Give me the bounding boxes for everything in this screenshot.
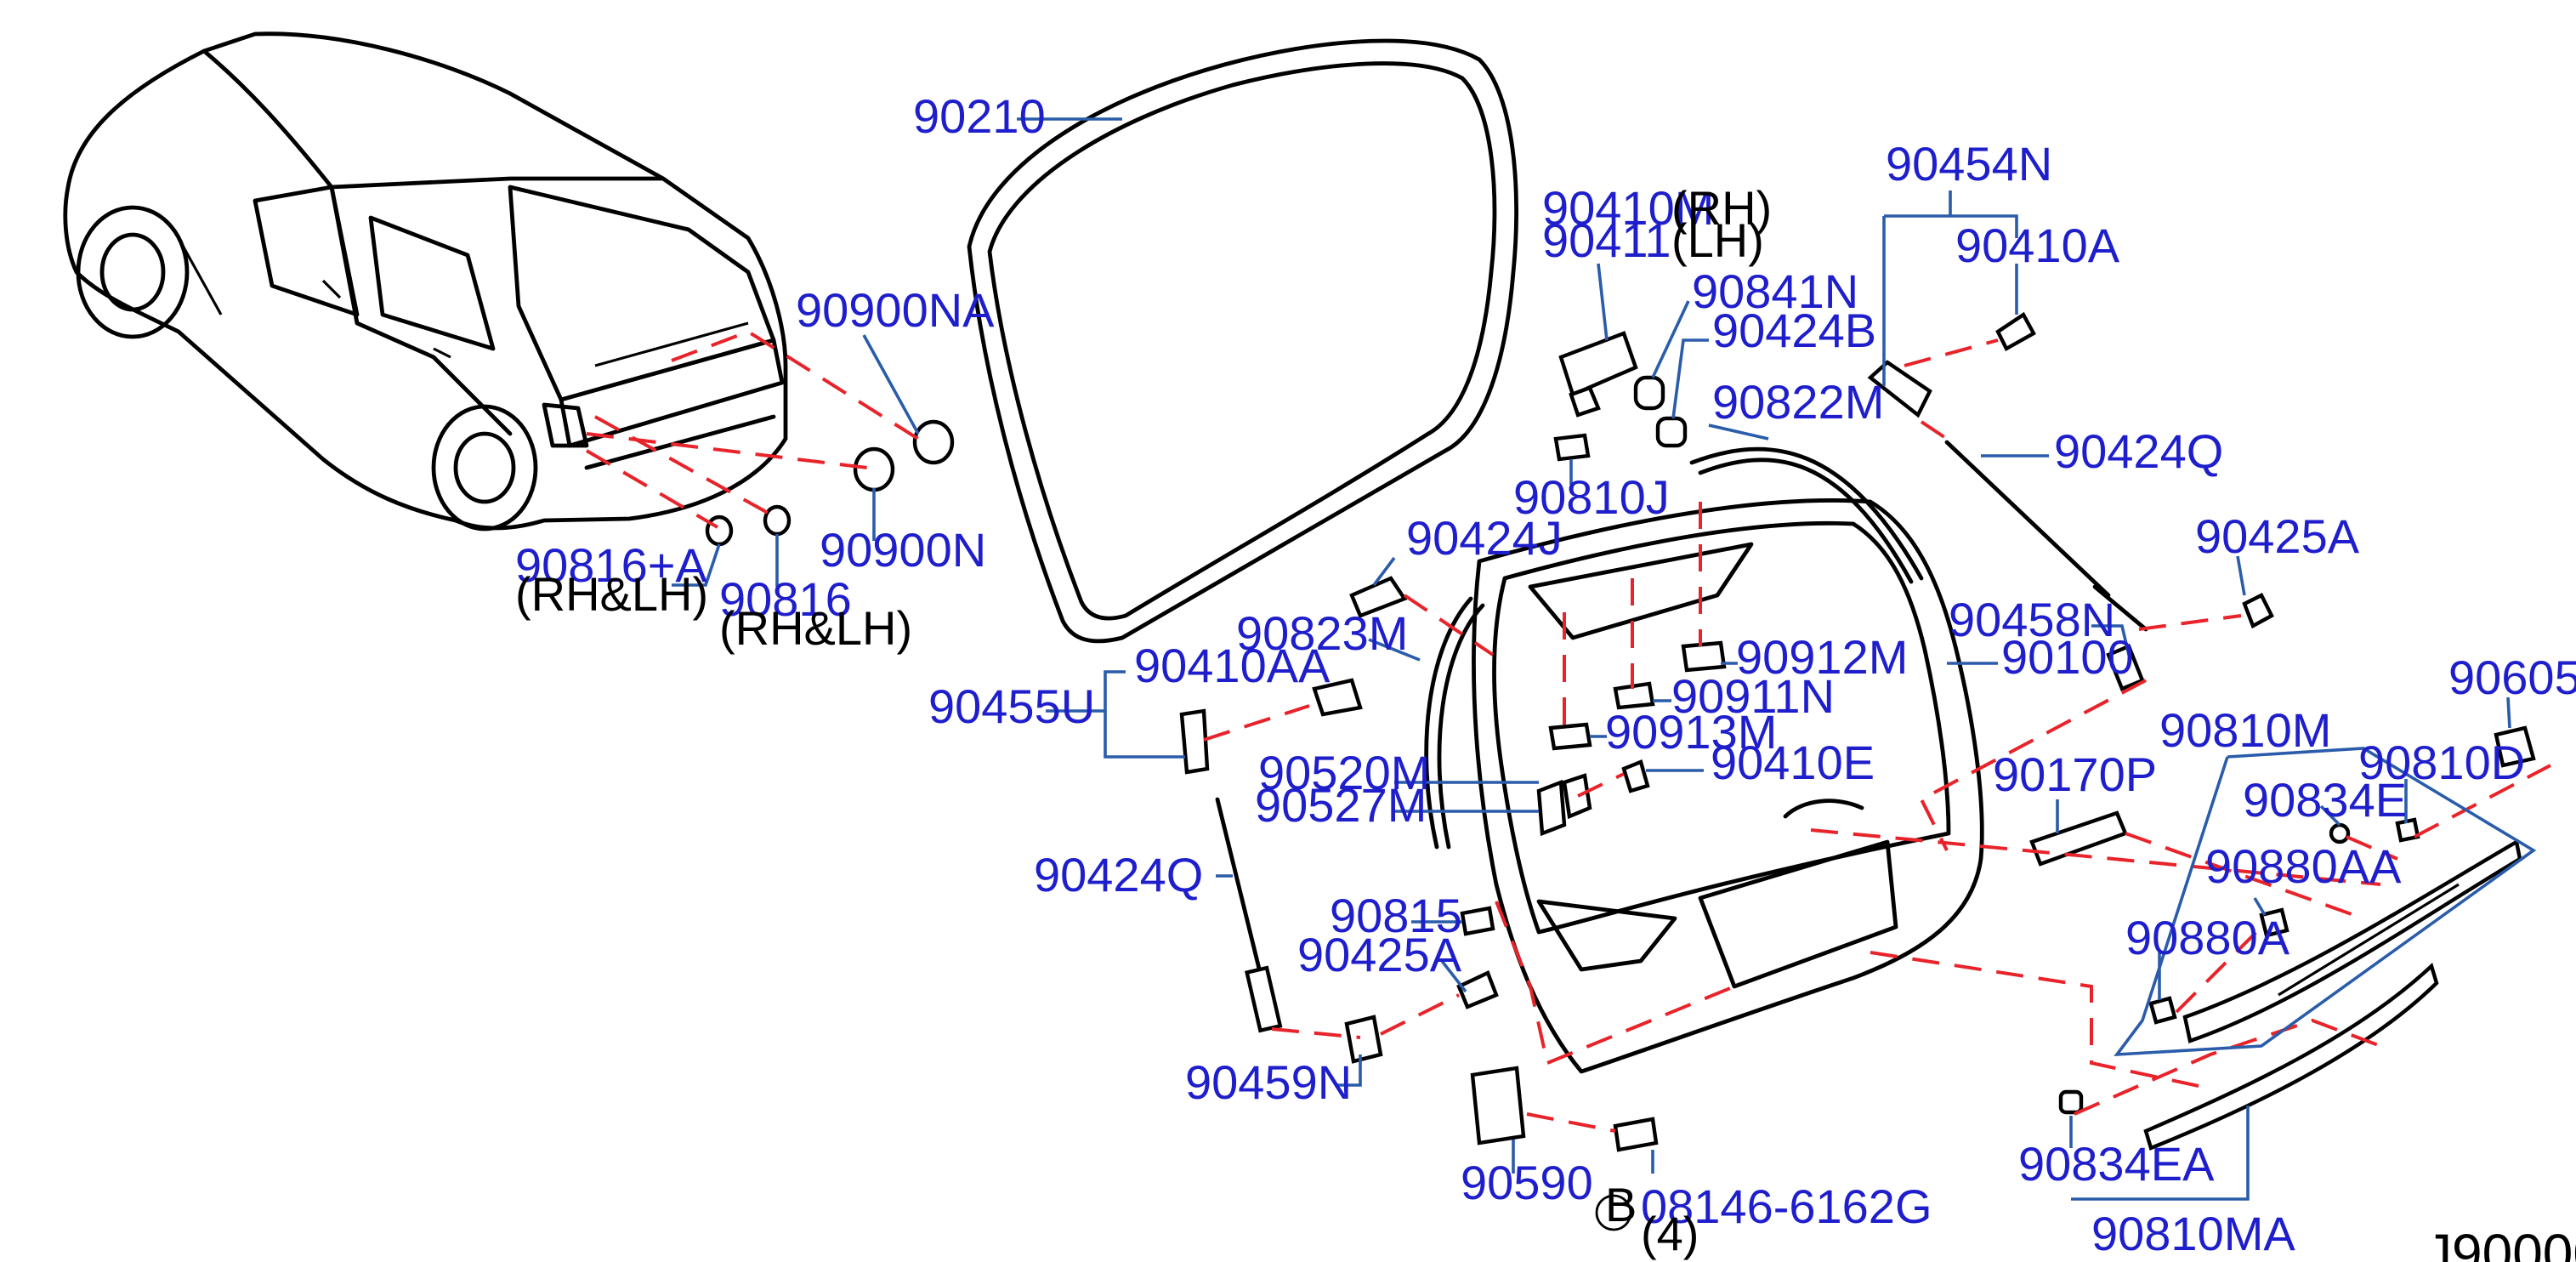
label-90425A-left: 90425A	[1297, 928, 1462, 981]
bolt-90410A	[1995, 311, 2036, 352]
label-90170P: 90170P	[1993, 748, 2157, 801]
label-90823M: 90823M	[1236, 606, 1408, 660]
label-90410M-side: (RH)	[1671, 181, 1772, 235]
label-90455U: 90455U	[928, 679, 1095, 733]
label-90424Q-right: 90424Q	[2054, 424, 2223, 478]
label-90424Q-left: 90424Q	[1034, 848, 1203, 901]
label-90816A: 90816+A	[515, 538, 707, 592]
label-90900NA: 90900NA	[796, 283, 995, 337]
label-90810D: 90810D	[2358, 736, 2525, 789]
label-90822M: 90822M	[1712, 375, 1884, 429]
cap-90900NA	[912, 419, 955, 465]
label-90410A: 90410A	[1955, 219, 2120, 272]
label-90810J: 90810J	[1513, 470, 1670, 524]
label-90410AA: 90410AA	[1134, 639, 1331, 692]
label-90210: 90210	[913, 89, 1046, 143]
label-90100: 90100	[2001, 630, 2134, 684]
label-90459N: 90459N	[1185, 1055, 1352, 1109]
label-90841N: 90841N	[1692, 264, 1858, 318]
tailgate	[1472, 498, 1984, 1074]
label-90454N: 90454N	[1886, 137, 2052, 190]
label-90590: 90590	[1461, 1156, 1593, 1209]
assembly-dashed-lines	[585, 329, 2551, 1133]
label-90880AA: 90880AA	[2205, 839, 2402, 893]
label-90527M: 90527M	[1255, 778, 1427, 832]
label-90410E: 90410E	[1711, 736, 1875, 789]
label-08146-qty: (4)	[1641, 1207, 1699, 1260]
weatherstrip-90822M	[1689, 446, 1924, 581]
label-90425A-right: 90425A	[2195, 509, 2360, 563]
label-90424J: 90424J	[1406, 511, 1563, 565]
label-90834E: 90834E	[2243, 773, 2407, 827]
bracket-90455U	[1179, 708, 1210, 775]
part-labels: 90210 90900NA 90900N 90816+A (RH&LH) 908…	[515, 89, 2576, 1262]
label-90411-side: (LH)	[1671, 213, 1764, 267]
label-90605W: 90605W	[2448, 651, 2576, 704]
finisher-90810MA	[2143, 962, 2439, 1151]
label-90815: 90815	[1330, 889, 1462, 942]
note-b-circle	[1595, 1194, 1632, 1231]
diagram-code: J900007T	[2425, 1223, 2576, 1262]
label-90810MA: 90810MA	[2091, 1207, 2295, 1260]
label-90880A: 90880A	[2125, 911, 2290, 964]
label-90810M: 90810M	[2159, 703, 2331, 757]
label-90900N: 90900N	[820, 523, 986, 577]
rear-glass-weatherstrip	[967, 38, 1519, 644]
hinge-90410M	[1558, 331, 1638, 397]
label-90411: 90411	[1542, 213, 1671, 267]
label-90410M: 90410M	[1542, 181, 1714, 235]
weatherstrip-90823M	[1424, 596, 1473, 850]
label-90520M: 90520M	[1258, 746, 1430, 799]
label-90458N: 90458N	[1949, 593, 2115, 646]
vehicle-illustration	[63, 31, 788, 532]
label-90911N: 90911N	[1671, 669, 1835, 723]
leader-lines	[672, 117, 2537, 1201]
label-90816-side: (RH&LH)	[719, 601, 912, 655]
note-b-letter: B	[1605, 1178, 1637, 1231]
clip-90424J	[1349, 576, 1408, 618]
label-90816: 90816	[719, 572, 852, 626]
label-90816A-side: (RH&LH)	[515, 567, 708, 621]
label-08146: 08146-6162G	[1641, 1180, 1932, 1233]
label-90912M: 90912M	[1736, 630, 1908, 684]
label-90834EA: 90834EA	[2018, 1137, 2215, 1191]
label-90913M: 90913M	[1605, 705, 1777, 759]
latch-90590	[1470, 1066, 1526, 1145]
label-90424B: 90424B	[1712, 304, 1876, 357]
